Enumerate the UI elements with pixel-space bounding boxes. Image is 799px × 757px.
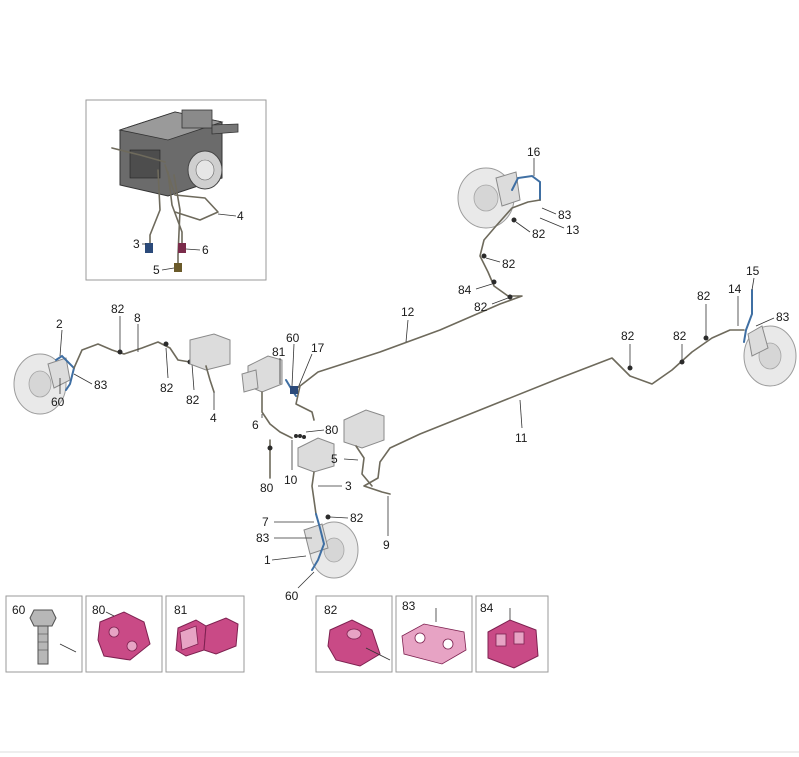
callout-11: 11	[515, 431, 528, 445]
inset-fitting-3	[145, 243, 153, 253]
abs-hydraulic-unit	[118, 109, 239, 197]
brake-pipe-11[interactable]: 82 82 82 11	[363, 289, 745, 495]
inset-fitting-5	[174, 263, 182, 272]
clip-82	[117, 349, 123, 355]
callout-2: 2	[56, 317, 63, 331]
clip-82	[481, 253, 487, 259]
clip-82	[511, 217, 517, 223]
callout-82-lr: 82	[350, 511, 364, 525]
lr-hose-1	[311, 513, 326, 571]
abs-unit-small	[189, 333, 231, 371]
callout-82-lfc: 82	[186, 393, 200, 407]
legend-label-82: 82	[324, 603, 338, 617]
callout-82-lfa: 82	[111, 302, 125, 316]
rr-caliper	[495, 171, 521, 207]
clip-82	[679, 359, 685, 365]
pipe-holder-icon	[487, 608, 539, 669]
legend-item-84[interactable]: 84	[475, 595, 549, 673]
legend-label-84: 84	[480, 601, 494, 615]
callout-13: 13	[566, 223, 580, 237]
callout-7: 7	[262, 515, 269, 529]
legend-label-83: 83	[402, 599, 416, 613]
callout-17: 17	[311, 341, 325, 355]
brake-pipe-12[interactable]: 82 82 84 82 12	[295, 199, 546, 421]
clip-84	[491, 279, 497, 285]
callout-83-lr: 83	[256, 531, 270, 545]
callout-16: 16	[527, 145, 541, 159]
callout-6-mid: 6	[252, 418, 259, 432]
left-rear-brake[interactable]: 82 7 83 1 60	[256, 511, 364, 603]
callout-80-a: 80	[325, 423, 339, 437]
right-rear-brake[interactable]: 16 83 13	[457, 145, 580, 237]
center-abs-assembly[interactable]: 60 81 17 6 80 80 10 5 3 9	[241, 331, 390, 552]
legend-item-83[interactable]: 83	[395, 595, 473, 673]
inset-pipe-olive	[173, 174, 181, 266]
callout-4-lf: 4	[210, 411, 217, 425]
callout-5-inset: 5	[153, 263, 160, 277]
pipe-clip-icon	[327, 619, 391, 667]
callout-83-rr: 83	[558, 208, 572, 222]
legend-label-81: 81	[174, 603, 188, 617]
abs-module-inset[interactable]: 4 3 6 5	[85, 99, 267, 281]
legend-item-81[interactable]: 81	[165, 595, 245, 673]
callout-9: 9	[383, 538, 390, 552]
callout-83-rf: 83	[776, 310, 790, 324]
callout-3-mid: 3	[345, 479, 352, 493]
callout-82-lfb: 82	[160, 381, 174, 395]
rr-hose-16	[511, 174, 541, 201]
legend-label-60: 60	[12, 603, 26, 617]
callout-5-mid: 5	[331, 452, 338, 466]
inset-pipe-green-2	[164, 164, 219, 221]
callout-3-inset: 3	[133, 237, 140, 251]
clip-82	[507, 294, 513, 300]
inset-pipe-blue	[149, 169, 161, 246]
legend-item-60[interactable]: 60	[5, 595, 83, 673]
inset-fitting-6	[178, 243, 186, 253]
callout-12: 12	[401, 305, 415, 319]
callout-82-rr: 82	[532, 227, 546, 241]
callout-82-p12b: 82	[474, 300, 488, 314]
callout-8: 8	[134, 311, 141, 325]
bolt-icon	[29, 609, 57, 665]
center-caliper-upper	[343, 409, 385, 449]
inset-pipe-purple	[167, 171, 183, 247]
callout-14: 14	[728, 282, 742, 296]
legend-label-80: 80	[92, 603, 106, 617]
callout-1: 1	[264, 553, 271, 567]
callout-82-p11a: 82	[673, 329, 687, 343]
rf-caliper	[747, 325, 769, 357]
callout-83-lf: 83	[94, 378, 108, 392]
callout-10: 10	[284, 473, 298, 487]
clip-82	[163, 341, 169, 347]
hose-bracket-icon	[401, 608, 467, 665]
callout-84: 84	[458, 283, 472, 297]
clip-82	[627, 365, 633, 371]
callout-80-b: 80	[260, 481, 274, 495]
legend-item-82[interactable]: 82	[315, 595, 393, 673]
callout-82-p12a: 82	[502, 257, 516, 271]
left-front-brake[interactable]: 2 83 60	[13, 317, 108, 415]
callout-81: 81	[272, 345, 286, 359]
callout-60-lr: 60	[285, 589, 299, 603]
callout-60-lf: 60	[51, 395, 65, 409]
caliper-bracket-icon	[97, 611, 151, 661]
callout-4-inset: 4	[237, 209, 244, 223]
callout-82-p11b: 82	[621, 329, 635, 343]
clip-82	[703, 335, 709, 341]
right-front-brake[interactable]: 15 14 83	[728, 264, 797, 387]
center-caliper-lower	[297, 437, 335, 473]
callout-60-mid: 60	[286, 331, 300, 345]
rf-hose-15	[743, 289, 753, 343]
brake-pipe-8[interactable]: 82 8 82 82 4	[73, 302, 231, 425]
brake-pads-icon	[175, 617, 239, 657]
parts-legend: 60 80 81	[5, 595, 549, 673]
inset-pipe-green	[111, 147, 166, 163]
callout-6-inset: 6	[202, 243, 209, 257]
callout-15: 15	[746, 264, 760, 278]
callout-82-rfa: 82	[697, 289, 711, 303]
legend-item-80[interactable]: 80	[85, 595, 163, 673]
